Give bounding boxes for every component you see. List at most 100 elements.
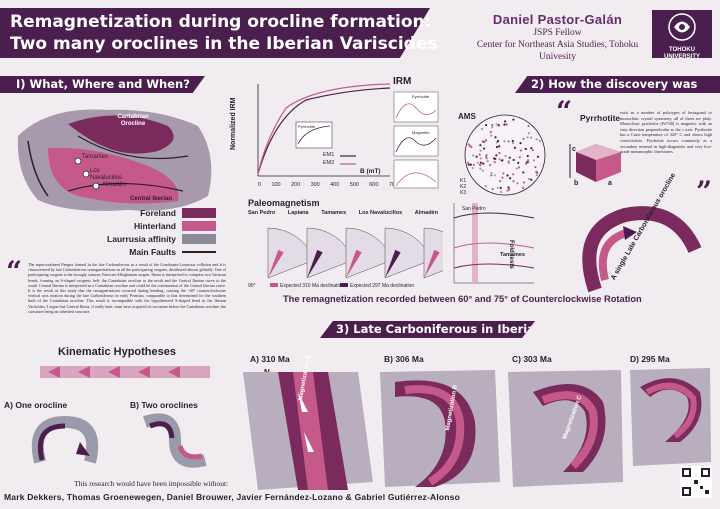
ams-point — [507, 186, 510, 189]
author-role: JSPS Fellow — [533, 28, 582, 38]
crystal-axis-c: c — [572, 146, 576, 153]
fold-test-label-tamames: Tamames — [500, 252, 525, 258]
ams-point — [511, 139, 514, 143]
irm-chart — [257, 83, 391, 177]
acknowledgement-text: This research would have been impossible… — [74, 479, 229, 488]
stage-b-label: B) 306 Ma — [384, 354, 424, 364]
ams-point — [479, 144, 482, 147]
ams-point — [486, 160, 489, 163]
ams-point — [472, 163, 475, 166]
ams-point — [490, 134, 493, 137]
em2-curve — [257, 83, 391, 175]
ams-point — [530, 147, 533, 150]
ams-point — [508, 156, 511, 159]
ams-point — [484, 155, 488, 158]
ams-point — [517, 161, 520, 164]
map-label-tamames: Tamames — [82, 154, 109, 160]
irm-series-em1: EM1 — [323, 152, 335, 158]
ams-point — [505, 123, 508, 126]
paleomag-sites: San Pedro Lapiana Tamames Los Navalucill… — [248, 210, 438, 216]
ams-point — [491, 187, 494, 191]
rose-wedge — [424, 249, 440, 278]
collaborators-list: Mark Dekkers, Thomas Groenewegen, Daniel… — [4, 492, 460, 502]
ams-point — [495, 154, 498, 157]
title-banner — [0, 8, 430, 58]
ams-point — [479, 157, 482, 160]
ams-point — [527, 177, 531, 181]
fold-test-chart — [453, 203, 535, 284]
ams-point — [479, 164, 482, 167]
ams-point — [506, 174, 509, 177]
rotation-diagram — [582, 206, 702, 293]
map-label-central-iberian: Central Iberian — [130, 196, 173, 202]
ams-point — [526, 154, 529, 158]
paleomag-legend-310: Expected 310 Ma declination — [270, 283, 344, 289]
ams-point — [493, 161, 496, 164]
ams-point — [524, 147, 527, 151]
intro-paragraph: The supercontinent Pangea formed in the … — [28, 262, 226, 314]
ams-point — [494, 157, 497, 160]
crystal-axis-b: b — [574, 180, 579, 187]
ams-point — [494, 136, 497, 139]
university-logo: TOHOKU UNIVERSITY — [652, 10, 712, 60]
ams-point — [501, 176, 504, 179]
iberia-map — [17, 109, 212, 211]
ams-point — [521, 187, 525, 190]
ams-point — [500, 159, 504, 162]
ams-point — [531, 149, 534, 152]
pyrrhotite-text: exist as a number of polytypes of hexago… — [620, 110, 712, 155]
ams-point — [503, 140, 506, 143]
ams-point — [495, 146, 499, 149]
paleomag-legend-297: Expected 297 Ma declination — [340, 283, 414, 289]
legend-faults: Main Faults — [70, 245, 216, 258]
ams-point — [536, 155, 540, 158]
ams-point — [512, 180, 515, 183]
ams-point — [498, 179, 502, 183]
ams-point — [489, 131, 493, 134]
ams-point — [517, 166, 521, 169]
ams-point — [498, 145, 501, 148]
ams-point — [503, 123, 506, 126]
kinematic-title: Kinematic Hypotheses — [58, 346, 176, 358]
section-1-banner: I) What, Where and When? — [0, 76, 205, 93]
ams-point — [495, 123, 498, 126]
em1-curve — [257, 87, 391, 175]
quote-close-icon: ” — [696, 175, 713, 208]
pyrrhotite-crystal — [569, 144, 621, 182]
ams-point — [506, 189, 509, 192]
ams-point — [499, 186, 502, 190]
ams-point — [534, 166, 537, 169]
stage-b-map — [380, 370, 500, 487]
stage-a-label: A) 310 Ma — [250, 354, 290, 364]
ams-point — [525, 161, 528, 164]
ams-point — [481, 127, 484, 131]
ams-point — [489, 164, 492, 167]
ams-point — [529, 136, 533, 139]
ams-point — [483, 147, 486, 150]
ams-point — [484, 185, 487, 188]
logo-text-1: TOHOKU — [669, 47, 695, 53]
irm-inset-label: Pyrrhotite — [298, 124, 316, 129]
legend-hinterland: Hinterland — [70, 219, 216, 232]
ams-point — [484, 123, 488, 127]
ams-stereonet — [464, 114, 546, 196]
ams-point — [527, 132, 530, 135]
irm-side-title: IRM — [393, 76, 412, 87]
ams-point — [519, 149, 522, 152]
ams-point — [512, 173, 515, 176]
kinematic-a-label: A) One orocline — [4, 400, 68, 410]
fold-test-label-san-pedro: San Pedro — [462, 206, 486, 212]
ams-point — [516, 182, 519, 185]
logo-text-2: UNIVERSITY — [663, 54, 700, 60]
irm-x-ticks: 0 100 200 300 400 500 600 700 — [258, 182, 398, 188]
author-block: Daniel Pastor-Galán JSPS Fellow Center f… — [470, 12, 645, 63]
ams-point — [481, 169, 484, 172]
ams-point — [496, 186, 499, 189]
ams-point — [479, 161, 483, 164]
ams-point — [508, 188, 511, 191]
stage-c-map — [508, 370, 623, 487]
stage-d-label: D) 295 Ma — [630, 354, 670, 364]
poster-title-line-2: Two many oroclines in the Iberian Varisc… — [10, 34, 438, 54]
ams-point — [513, 146, 517, 149]
qr-code-icon[interactable] — [680, 466, 712, 498]
